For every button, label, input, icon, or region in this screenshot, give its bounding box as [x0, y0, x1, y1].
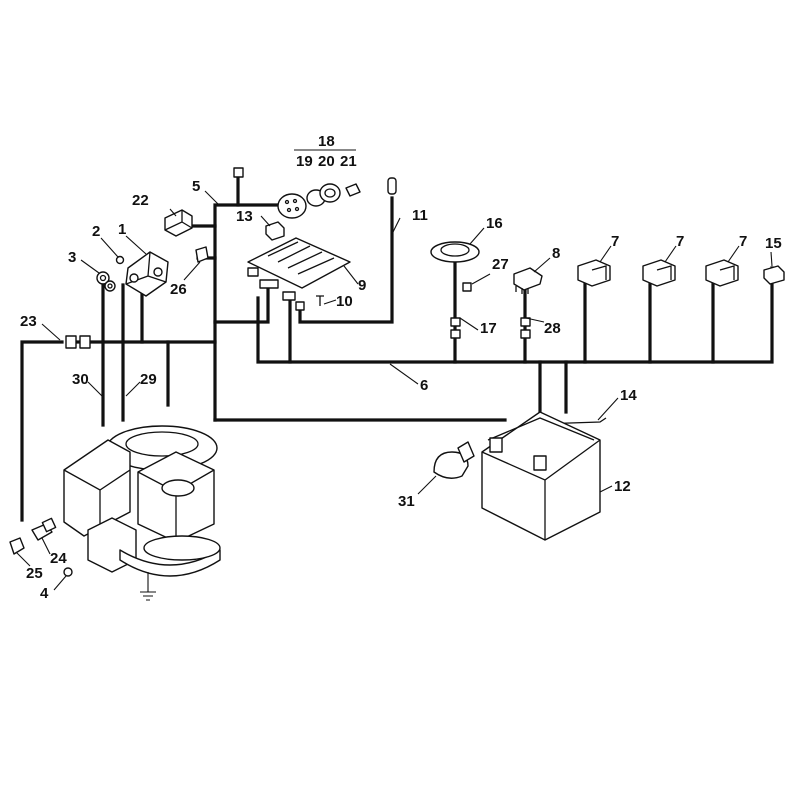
- connector-13b: [259, 279, 279, 289]
- callout-1: 1: [118, 221, 126, 238]
- ring-part-20: [319, 183, 341, 203]
- connector-13c: [282, 291, 296, 301]
- callout-13: 13: [236, 208, 253, 225]
- engine: [63, 425, 221, 577]
- callout-8: 8: [552, 245, 560, 262]
- connector-13d: [295, 301, 305, 311]
- callout-14: 14: [620, 387, 637, 404]
- connector-top: [233, 167, 244, 178]
- callout-15: 15: [765, 235, 782, 252]
- callout-12: 12: [614, 478, 631, 495]
- connector-28b: [520, 329, 531, 339]
- battery-part-12: [481, 411, 601, 541]
- plug-part-21: [345, 183, 361, 197]
- callout-4: 4: [40, 585, 49, 602]
- callout-5: 5: [192, 178, 200, 195]
- callout-7c: 7: [739, 233, 747, 250]
- callout-labels: 1 2 3 4 5 6 7 7 7 8 9 10 11 12 13 14 15 …: [20, 133, 782, 602]
- callout-29: 29: [140, 371, 157, 388]
- board-part-9: [247, 237, 351, 289]
- callout-7b: 7: [676, 233, 684, 250]
- callout-27: 27: [492, 256, 509, 273]
- wire-connectors: [65, 167, 531, 349]
- callout-26: 26: [170, 281, 187, 298]
- callout-22: 22: [132, 192, 149, 209]
- callout-11: 11: [412, 207, 428, 224]
- callout-30: 30: [72, 371, 89, 388]
- callout-28: 28: [544, 320, 561, 337]
- screw-part-10: [316, 295, 324, 306]
- connector-17b: [450, 329, 461, 339]
- callout-17: 17: [480, 320, 497, 337]
- nut-part-4: [63, 567, 73, 577]
- callout-7a: 7: [611, 233, 619, 250]
- sensor-part-24: [31, 517, 57, 541]
- callout-6: 6: [420, 377, 428, 394]
- callout-21: 21: [340, 153, 357, 170]
- switch-part-7b: [642, 259, 676, 287]
- connector-13a: [247, 267, 259, 277]
- callout-20: 20: [318, 153, 335, 170]
- relay-part-13: [265, 221, 285, 241]
- leader-lines: [15, 149, 773, 591]
- callout-31: 31: [398, 493, 415, 510]
- callout-10: 10: [336, 293, 353, 310]
- connector-part-25: [9, 537, 25, 555]
- plug-set-part-18: [277, 183, 361, 219]
- solenoid-part-1: [125, 251, 169, 297]
- callout-23: 23: [20, 313, 37, 330]
- callout-25: 25: [26, 565, 43, 582]
- callout-2: 2: [92, 223, 100, 240]
- horn-part-16: [430, 241, 480, 263]
- clip-part-27: [462, 282, 472, 292]
- switch-part-7c: [705, 259, 739, 287]
- ground-symbol-icon: [140, 572, 156, 601]
- connector-28a: [520, 317, 531, 327]
- callout-16: 16: [486, 215, 503, 232]
- clip-part-26: [195, 246, 209, 263]
- nut-part-2: [115, 255, 125, 265]
- boot-part-31: [433, 441, 475, 479]
- sensor-part-11: [387, 177, 397, 195]
- wiring-harness: [20, 176, 774, 522]
- callout-24: 24: [50, 550, 67, 567]
- callout-9: 9: [358, 277, 366, 294]
- switch-part-22: [164, 209, 193, 237]
- connector-17a: [450, 317, 461, 327]
- connector-left-b: [79, 335, 91, 349]
- switch-part-8: [513, 267, 543, 294]
- callout-19: 19: [296, 153, 313, 170]
- callout-3: 3: [68, 249, 76, 266]
- microswitch-part-15: [763, 265, 785, 285]
- switch-part-7a: [577, 259, 611, 287]
- nut-part-3: [96, 271, 116, 292]
- callout-18: 18: [318, 133, 335, 150]
- connector-left-a: [65, 335, 77, 349]
